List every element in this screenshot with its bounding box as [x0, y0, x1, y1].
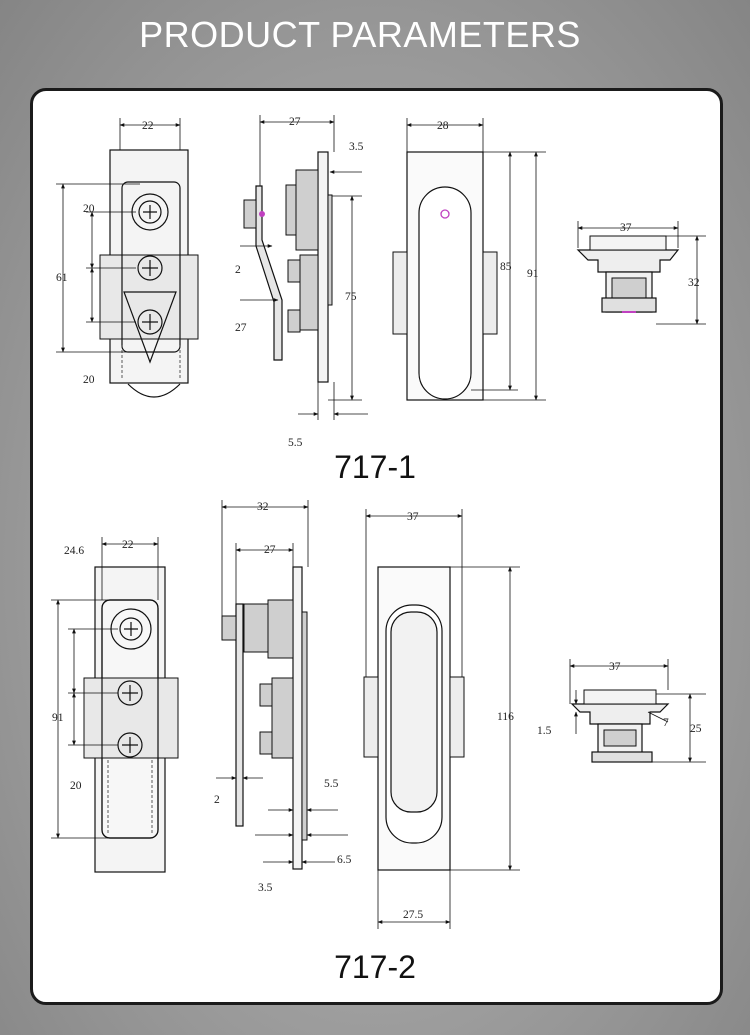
- 717-2-top-view: [569, 659, 706, 763]
- dim-717-2-front-outer: 24.6: [64, 545, 84, 557]
- dim-717-2-top-height: 25: [690, 723, 702, 735]
- dim-717-1-top-height: 32: [688, 277, 700, 289]
- 717-1-front-view: [56, 118, 199, 398]
- model-label-717-2: 717-2: [334, 949, 416, 985]
- dim-717-2-side-cam: 2: [214, 794, 220, 806]
- dim-717-1-handle-inner: 85: [500, 261, 512, 273]
- dim-717-2-top-width: 37: [609, 661, 621, 673]
- dim-717-2-side-gap: 5.5: [324, 778, 339, 790]
- dim-717-2-side-base: 6.5: [337, 854, 352, 866]
- dim-717-2-side-depth: 32: [257, 501, 269, 513]
- model-label-717-1: 717-1: [334, 449, 416, 485]
- dim-717-2-handle-inner-width: 27.5: [403, 909, 423, 921]
- dim-717-1-front-bottom: 20: [83, 374, 95, 386]
- dim-717-1-top-width: 37: [620, 222, 632, 234]
- 717-1-top-view: [576, 221, 706, 325]
- dim-717-2-top-lip: 7: [663, 717, 669, 729]
- 717-2-handle-view: [363, 509, 520, 929]
- dim-717-1-front-height: 61: [56, 272, 68, 284]
- dim-717-1-side-plate: 3.5: [349, 141, 364, 153]
- dim-717-1-side-base: 5.5: [288, 437, 303, 449]
- 717-2-front-view: [51, 537, 179, 873]
- dim-717-2-handle-height: 116: [497, 711, 514, 723]
- 717-2-side-view: [216, 500, 348, 870]
- dim-717-1-front-width: 22: [142, 120, 154, 132]
- dim-717-1-handle-width: 28: [437, 120, 449, 132]
- dim-717-2-front-bottom: 20: [70, 780, 82, 792]
- dim-717-1-handle-overall: 91: [527, 268, 539, 280]
- dim-717-1-side-cam: 2: [235, 264, 241, 276]
- 717-1-side-view: [240, 115, 368, 420]
- dim-717-2-front-width: 22: [122, 539, 134, 551]
- dim-717-2-front-height: 91: [52, 712, 64, 724]
- dim-717-1-side-length: 75: [345, 291, 357, 303]
- dim-717-2-handle-width: 37: [407, 511, 419, 523]
- dim-717-2-side-inner-depth: 27: [264, 544, 276, 556]
- 717-1-handle-view: [392, 118, 546, 401]
- dim-717-1-front-head: 20: [83, 203, 95, 215]
- dim-717-2-top-flange: 1.5: [537, 725, 552, 737]
- page-title: PRODUCT PARAMETERS: [139, 14, 581, 55]
- dim-717-2-side-plate: 3.5: [258, 882, 273, 894]
- dim-717-1-side-offset: 27: [235, 322, 247, 334]
- dim-717-1-side-depth: 27: [289, 116, 301, 128]
